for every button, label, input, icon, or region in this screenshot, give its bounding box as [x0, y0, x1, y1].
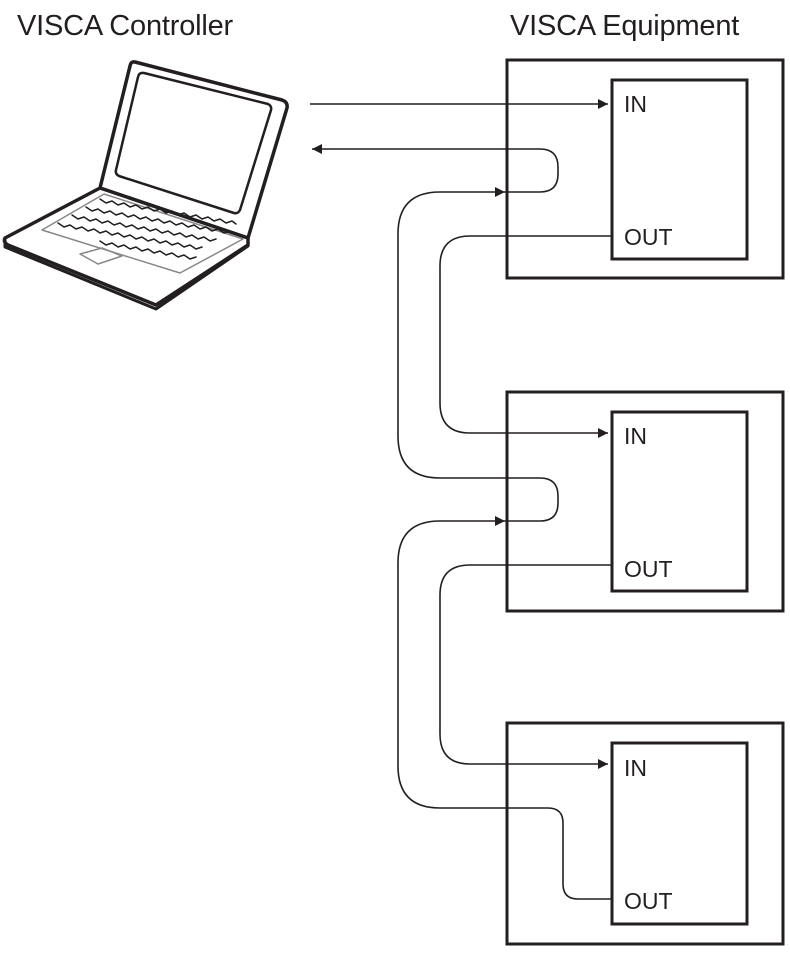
equipment-3-in-label: IN	[624, 755, 647, 781]
equipment-3-outer-box	[505, 721, 785, 946]
wire-unit2-loop-to-unit1	[539, 477, 559, 522]
laptop-icon	[2, 60, 289, 311]
wire-unit1-out-to-unit2-in	[439, 235, 612, 438]
equipment-2-in-label: IN	[624, 423, 647, 449]
equipment-3-out-label: OUT	[624, 888, 673, 914]
equipment-2-out-label: OUT	[624, 556, 673, 582]
equipment-2-inner-box	[610, 410, 749, 593]
wire-unit3-out-to-unit2	[397, 516, 612, 900]
equipment-1-out-label: OUT	[624, 224, 673, 250]
equipment-unit-2: IN OUT	[505, 390, 785, 613]
equipment-2-outer-box	[505, 390, 785, 613]
equipment-title: VISCA Equipment	[510, 10, 740, 42]
equipment-unit-3: IN OUT	[505, 721, 785, 946]
wire-unit2-out-to-unit3-in	[439, 564, 612, 769]
equipment-3-inner-box	[610, 741, 749, 926]
controller-title: VISCA Controller	[17, 10, 233, 42]
equipment-1-in-label: IN	[624, 91, 647, 117]
equipment-1-outer-box	[505, 58, 785, 280]
equipment-1-inner-box	[610, 78, 749, 261]
equipment-unit-1: IN OUT	[505, 58, 785, 280]
wire-outer-return-1	[397, 187, 540, 479]
wire-return-to-controller	[312, 144, 559, 193]
